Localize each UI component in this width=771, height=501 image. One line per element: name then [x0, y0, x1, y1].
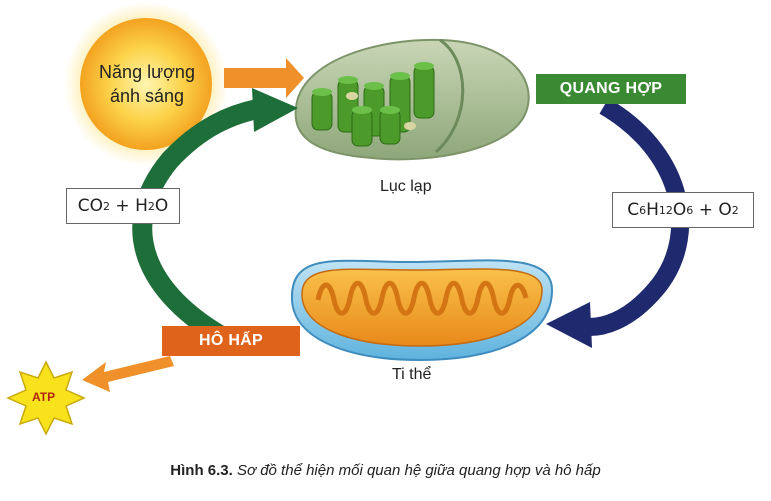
navy-cycle-arrow [546, 98, 690, 348]
o-text: O [672, 200, 687, 220]
mitochondrion-image [290, 259, 554, 362]
h2o-sub: 2 [147, 199, 155, 213]
sun [64, 2, 228, 166]
chloroplast-image [294, 38, 530, 161]
h-text: H [646, 200, 659, 220]
plus-text-2: + [693, 200, 719, 220]
green-cycle-arrow [132, 88, 298, 353]
h2o-h: H [135, 196, 148, 216]
c-sub: 6 [639, 203, 647, 217]
o2-text: O [718, 200, 732, 220]
caption-text: Sơ đồ thể hiện mối quan hệ giữa quang hợ… [236, 462, 601, 479]
photosynthesis-tag: QUANG HỢP [536, 74, 686, 104]
h2o-o: O [154, 196, 169, 216]
o2-sub: 2 [731, 203, 739, 217]
atp-starburst [6, 360, 86, 436]
plus-text: + [110, 196, 136, 216]
mitochondrion-label: Ti thể [392, 366, 432, 383]
atp-label: ATP [32, 390, 56, 404]
sun-label: Năng lượng ánh sáng [88, 60, 206, 108]
atp-arrow [82, 356, 174, 392]
respiration-tag: HÔ HẤP [162, 326, 300, 356]
figure-caption: Hình 6.3. Sơ đồ thể hiện mối quan hệ giữ… [0, 462, 771, 479]
co2-sub: 2 [103, 199, 110, 213]
light-arrow [224, 58, 304, 98]
h-sub: 12 [658, 203, 673, 217]
sun-label-line2: ánh sáng [109, 86, 185, 106]
co2-text: CO [77, 196, 103, 216]
o-sub: 6 [686, 203, 694, 217]
sun-label-line1: Năng lượng [99, 62, 195, 82]
c-text: C [627, 200, 640, 220]
chloroplast-label: Lục lạp [380, 178, 432, 195]
caption-number: Hình 6.3. [170, 462, 233, 479]
